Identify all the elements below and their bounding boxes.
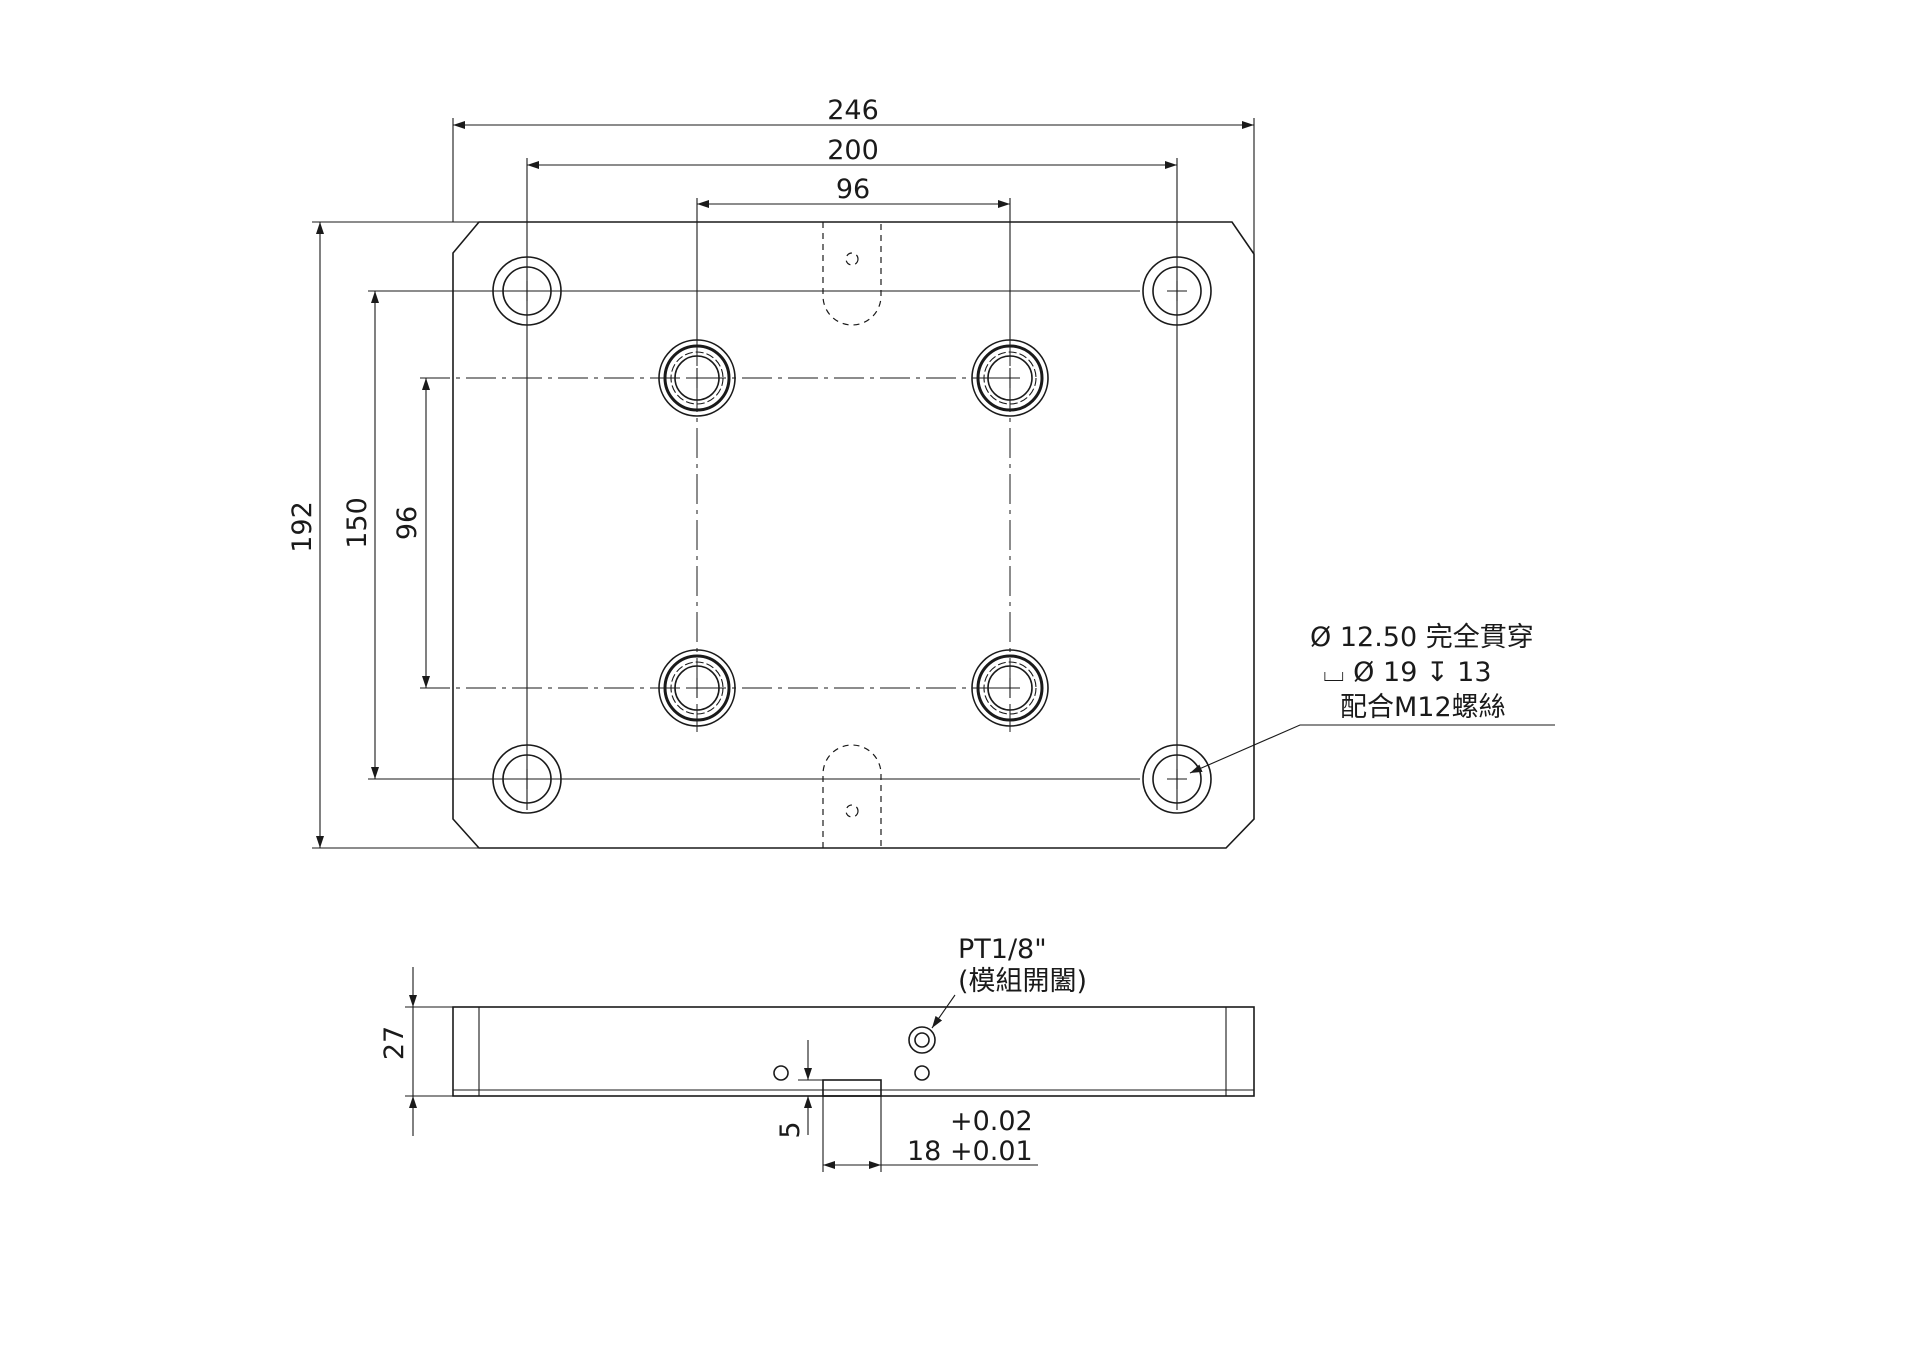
callout-line3: 配合M12螺絲	[1340, 692, 1506, 723]
callout-leader	[1189, 724, 1555, 774]
side-view: PT1/8" (模組開闔) 27 5 +0.02 18 +0.01	[379, 934, 1255, 1172]
dim-192: 192	[287, 501, 318, 553]
corner-hole-tr	[1142, 256, 1212, 326]
dim-5: 5	[775, 1121, 806, 1138]
corner-hole-bl	[492, 744, 562, 814]
port-note: (模組開闔)	[958, 966, 1087, 997]
corner-hole-tl	[492, 256, 562, 326]
slot-bottom-hidden	[822, 744, 882, 848]
top-view: 246 200 96 192 150 96 Ø 12.50 完全貫穿 ⌴ Ø 1…	[287, 95, 1555, 849]
insert-bl	[658, 649, 736, 727]
dim-96-h: 96	[392, 506, 423, 540]
slot-top-hidden	[822, 222, 882, 326]
side-hole-left	[773, 1065, 789, 1081]
insert-br	[971, 649, 1049, 727]
slot-top-hole	[845, 252, 859, 266]
callout-line1: Ø 12.50 完全貫穿	[1310, 622, 1534, 653]
tol-main: 18 +0.01	[907, 1136, 1033, 1167]
dim-200: 200	[827, 135, 879, 166]
port-fitting	[908, 1026, 936, 1054]
side-hole-right	[914, 1065, 930, 1081]
side-slot	[822, 1079, 882, 1097]
side-outline	[452, 1006, 1255, 1097]
dim-150: 150	[342, 497, 373, 549]
port-leader	[931, 994, 956, 1029]
dim-246: 246	[827, 95, 879, 126]
corner-hole-br	[1142, 744, 1212, 814]
callout-line2: ⌴ Ø 19 ↧ 13	[1323, 657, 1492, 688]
insert-tr	[971, 339, 1049, 417]
port-label: PT1/8"	[958, 934, 1047, 965]
plate-outline	[452, 221, 1255, 849]
insert-tl	[658, 339, 736, 417]
dim-27: 27	[379, 1026, 410, 1060]
tol-upper: +0.02	[950, 1106, 1033, 1137]
slot-bottom-hole	[845, 804, 859, 818]
dim-96-w: 96	[836, 174, 870, 205]
